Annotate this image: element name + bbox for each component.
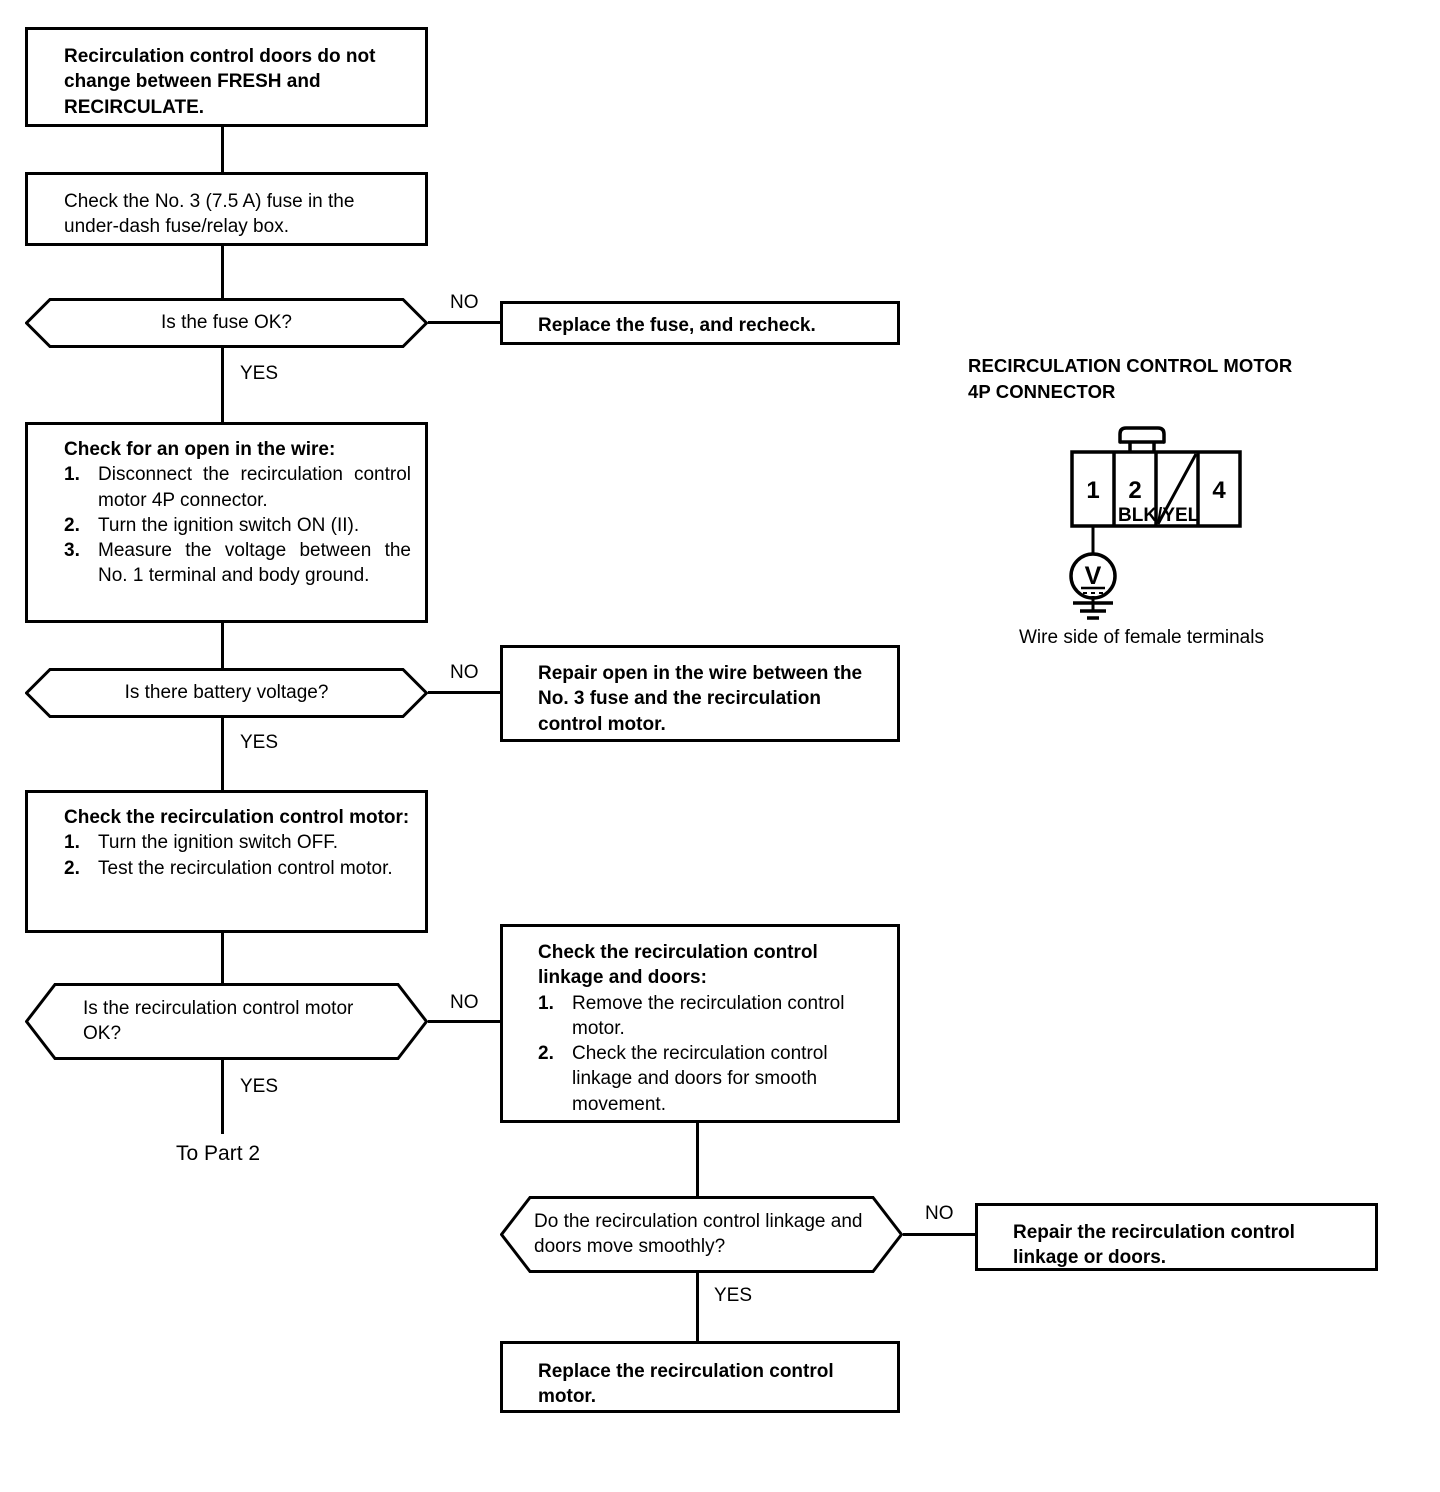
decision-motor-ok: Is the recirculation control motor OK? [25,983,428,1060]
replace-fuse-text: Replace the fuse, and recheck. [538,315,816,336]
hexagon-shape [500,1196,903,1273]
to-part-2-label: To Part 2 [176,1142,261,1165]
step-text: Disconnect the recirculation control mot… [98,464,411,511]
branch-label-fuse-no: NO [450,292,479,313]
repair-linkage-box: Repair the recirculation control linkage… [975,1203,1378,1271]
hexagon-shape [25,298,428,348]
repair-open-wire-text: Repair open in the wire between the No. … [538,663,863,735]
step-text: Measure the voltage between the No. 1 te… [98,540,411,587]
svg-text:2: 2 [1128,477,1141,504]
branch-linkage-yes-line [696,1273,699,1341]
connector-symptom-to-checkfuse [221,127,224,172]
step-number: 1. [64,464,80,486]
check-linkage-steps: 1. Remove the recirculation control moto… [538,991,883,1117]
check-motor-steps: 1. Turn the ignition switch OFF. 2. Test… [64,830,411,881]
step-number: 3. [64,540,80,562]
decision-fuse-ok: Is the fuse OK? [25,298,428,348]
connector-illustration: 1 2 4 V [1060,420,1290,616]
branch-motor-no-line [428,1020,500,1023]
branch-label-motor-no: NO [450,992,479,1013]
check-motor-header: Check the recirculation control motor: [64,807,410,828]
branch-fuse-yes-line [221,348,224,422]
step-text: Remove the recirculation control motor. [572,992,845,1039]
step-item: 2. Turn the ignition switch ON (II). [64,513,411,538]
hexagon-shape [25,668,428,718]
connector-checkmotor-to-motorok [221,933,224,983]
check-linkage-box: Check the recirculation control linkage … [500,924,900,1123]
svg-text:1: 1 [1086,477,1099,504]
branch-label-motor-yes: YES [240,1076,279,1097]
connector-checkfuse-to-fuseok [221,246,224,298]
step-number: 2. [64,857,80,879]
branch-label-linkage-yes: YES [714,1285,753,1306]
repair-linkage-text: Repair the recirculation control linkage… [1013,1222,1295,1269]
step-number: 1. [64,832,80,854]
step-text: Check the recirculation control linkage … [572,1043,828,1115]
decision-linkage-smooth-text: Do the recirculation control linkage and… [534,1210,863,1257]
check-fuse-text: Check the No. 3 (7.5 A) fuse in the unde… [64,191,355,238]
repair-open-wire-box: Repair open in the wire between the No. … [500,645,900,742]
step-text: Turn the ignition switch ON (II). [98,514,360,536]
decision-motor-ok-text: Is the recirculation control motor OK? [83,997,354,1044]
svg-text:4: 4 [1212,477,1226,504]
symptom-box: Recirculation control doors do not chang… [25,27,428,127]
wire-color-label: BLK/YEL [1118,505,1200,526]
connector-linkage-to-smooth [696,1123,699,1196]
symptom-text: Recirculation control doors do not chang… [64,46,376,118]
decision-fuse-ok-text: Is the fuse OK? [161,311,292,333]
decision-linkage-smooth: Do the recirculation control linkage and… [500,1196,903,1273]
branch-label-linkage-no: NO [925,1203,954,1224]
step-number: 2. [538,1043,554,1065]
step-item: 2. Test the recirculation control motor. [64,856,411,881]
replace-motor-text: Replace the recirculation control motor. [538,1361,834,1408]
connector-panel-caption: Wire side of female terminals [1019,627,1264,648]
step-text: Turn the ignition switch OFF. [98,832,339,854]
branch-linkage-no-line [903,1233,975,1236]
step-item: 3. Measure the voltage between the No. 1… [64,538,411,589]
check-linkage-header: Check the recirculation control linkage … [538,942,818,989]
replace-fuse-box: Replace the fuse, and recheck. [500,301,900,345]
replace-motor-box: Replace the recirculation control motor. [500,1341,900,1413]
step-item: 1. Turn the ignition switch OFF. [64,830,411,855]
check-open-wire-box: Check for an open in the wire: 1. Discon… [25,422,428,623]
step-number: 1. [538,992,554,1014]
check-motor-box: Check the recirculation control motor: 1… [25,790,428,933]
branch-label-fuse-yes: YES [240,363,279,384]
step-item: 2. Check the recirculation control linka… [538,1041,883,1117]
step-item: 1. Remove the recirculation control moto… [538,991,883,1042]
check-open-wire-steps: 1. Disconnect the recirculation control … [64,462,411,588]
check-open-wire-header: Check for an open in the wire: [64,439,336,460]
step-text: Test the recirculation control motor. [98,857,393,879]
connector-openwire-to-voltage [221,623,224,668]
connector-panel-title: RECIRCULATION CONTROL MOTOR 4P CONNECTOR [968,355,1293,402]
svg-text:V: V [1085,562,1102,590]
branch-voltage-no-line [428,691,500,694]
decision-battery-voltage-text: Is there battery voltage? [124,681,329,703]
branch-voltage-yes-line [221,718,224,790]
ground-symbol-icon [1060,596,1180,636]
branch-fuse-no-line [428,321,500,324]
check-fuse-box: Check the No. 3 (7.5 A) fuse in the unde… [25,172,428,246]
step-item: 1. Disconnect the recirculation control … [64,462,411,513]
branch-label-voltage-yes: YES [240,732,279,753]
branch-label-voltage-no: NO [450,662,479,683]
branch-motor-yes-line [221,1060,224,1134]
hexagon-shape [25,983,428,1060]
decision-battery-voltage: Is there battery voltage? [25,668,428,718]
step-number: 2. [64,514,80,536]
